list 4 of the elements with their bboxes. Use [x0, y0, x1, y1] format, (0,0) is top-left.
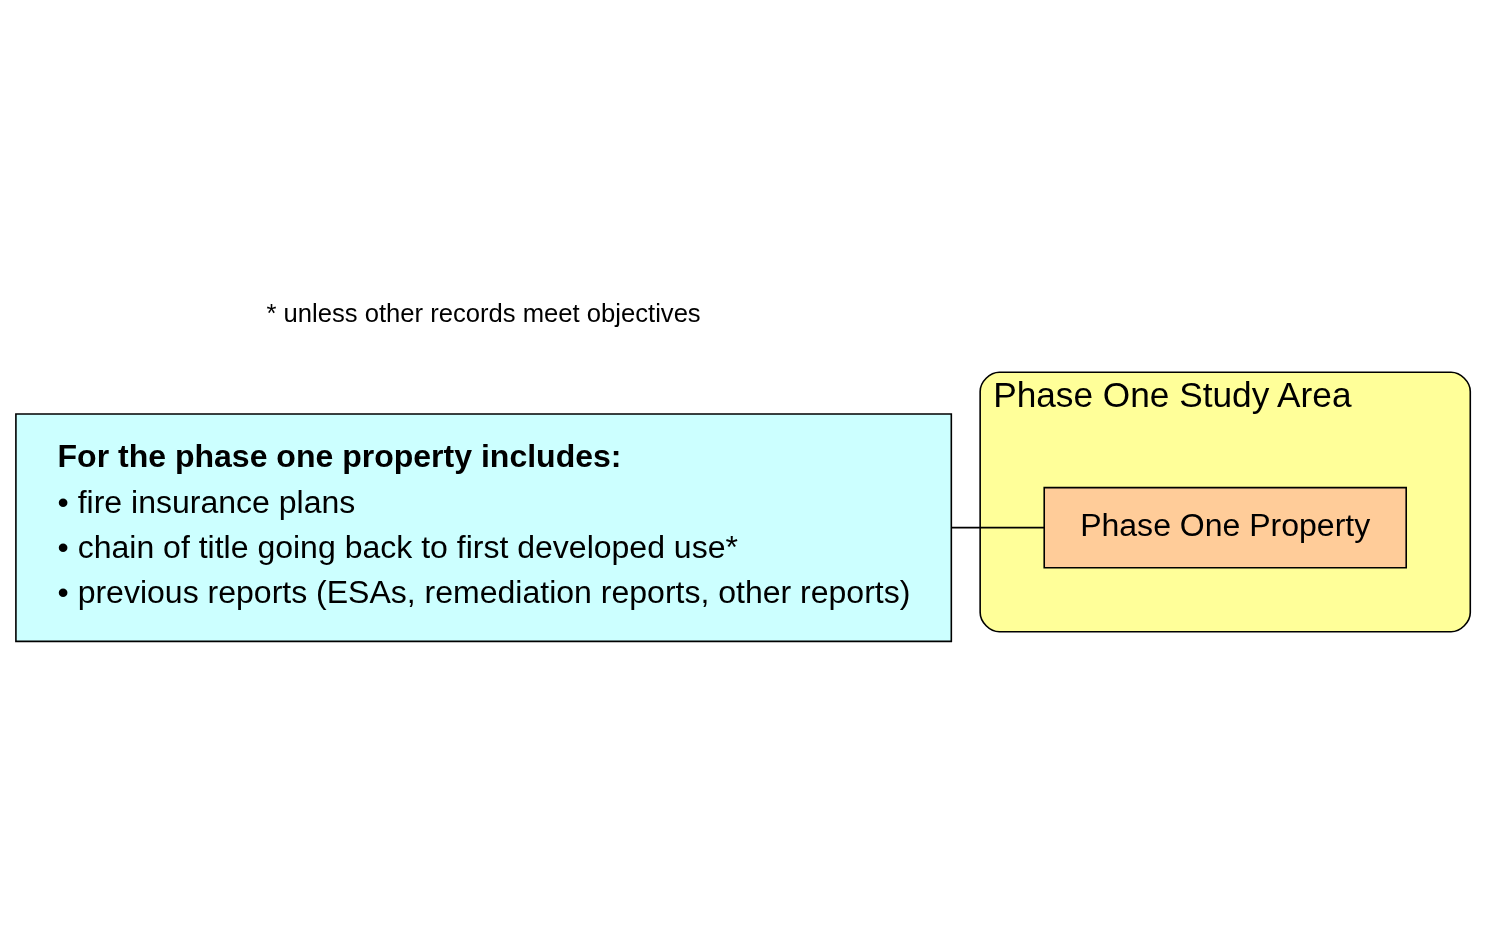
- label: * unless other records meet objectives: [266, 299, 701, 328]
- node-box: Phase One Property: [1043, 486, 1407, 569]
- connector: [951, 526, 1045, 529]
- node-box: For the phase one property includes: • fire insurance plans • chain of title going back to first developed use* • previous reports (ESAs, remediation reports, other reports): [15, 413, 953, 643]
